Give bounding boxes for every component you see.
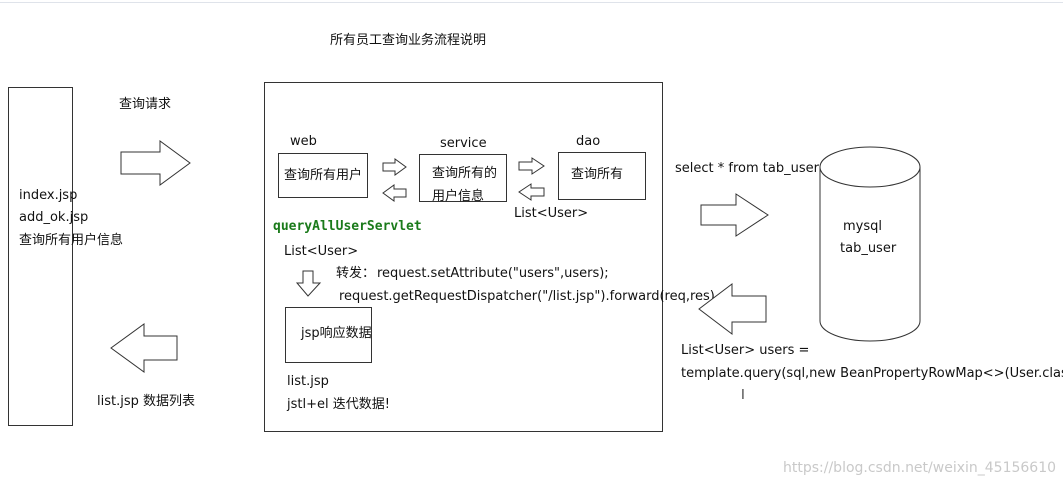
forward-label: 转发： [336, 266, 376, 281]
client-line-index: index.jsp [19, 188, 78, 203]
web-box [278, 153, 368, 198]
forward-line2: request.getRequestDispatcher("/list.jsp"… [339, 289, 715, 304]
dao-box-text: 查询所有 [571, 167, 624, 182]
service-to-web-arrow [382, 184, 407, 202]
diagram-title: 所有员工查询业务流程说明 [330, 33, 487, 48]
db-name: mysql [843, 219, 882, 234]
request-arrow [120, 140, 191, 186]
jsp-box-text: jsp响应数据 [301, 326, 372, 341]
service-box-line2: 用户信息 [432, 189, 485, 204]
client-line-addok: add_ok.jsp [19, 210, 89, 225]
result-line1: List<User> users = [681, 343, 810, 358]
web-label: web [290, 134, 317, 149]
web-box-text: 查询所有用户 [284, 168, 363, 183]
top-divider [0, 2, 1063, 3]
client-line-query: 查询所有用户信息 [19, 233, 124, 248]
result-arrow [698, 282, 767, 336]
jsp-line1: list.jsp [287, 374, 329, 389]
sql-arrow [700, 193, 769, 237]
server-container [264, 82, 663, 432]
forward-down-arrow [295, 270, 322, 297]
result-line2: template.query(sql,new BeanPropertyRowMa… [681, 366, 1063, 381]
service-label: service [440, 136, 487, 151]
jsp-box [285, 307, 372, 363]
watermark: https://blog.csdn.net/weixin_45156610 [783, 460, 1057, 476]
dao-label: dao [576, 134, 601, 149]
web-to-service-arrow [382, 158, 407, 176]
response-label: list.jsp 数据列表 [97, 394, 195, 409]
dao-to-service-arrow [518, 183, 545, 201]
servlet-return-label: List<User> [284, 244, 359, 259]
request-label: 查询请求 [119, 97, 172, 112]
dao-return-label: List<User> [514, 206, 589, 221]
service-to-dao-arrow [518, 157, 545, 175]
service-box-line1: 查询所有的 [432, 166, 498, 181]
database-cylinder [819, 146, 921, 342]
servlet-name: queryAllUserServlet [273, 219, 422, 234]
text-cursor-icon: I [741, 388, 745, 403]
service-box [419, 154, 507, 202]
response-arrow [110, 323, 178, 373]
forward-line1: request.setAttribute("users",users); [377, 266, 609, 281]
sql-label: select * from tab_user [675, 161, 819, 176]
dao-box [558, 152, 646, 200]
jsp-line2: jstl+el 迭代数据! [287, 397, 390, 412]
client-box [8, 87, 73, 426]
db-table: tab_user [840, 241, 897, 256]
